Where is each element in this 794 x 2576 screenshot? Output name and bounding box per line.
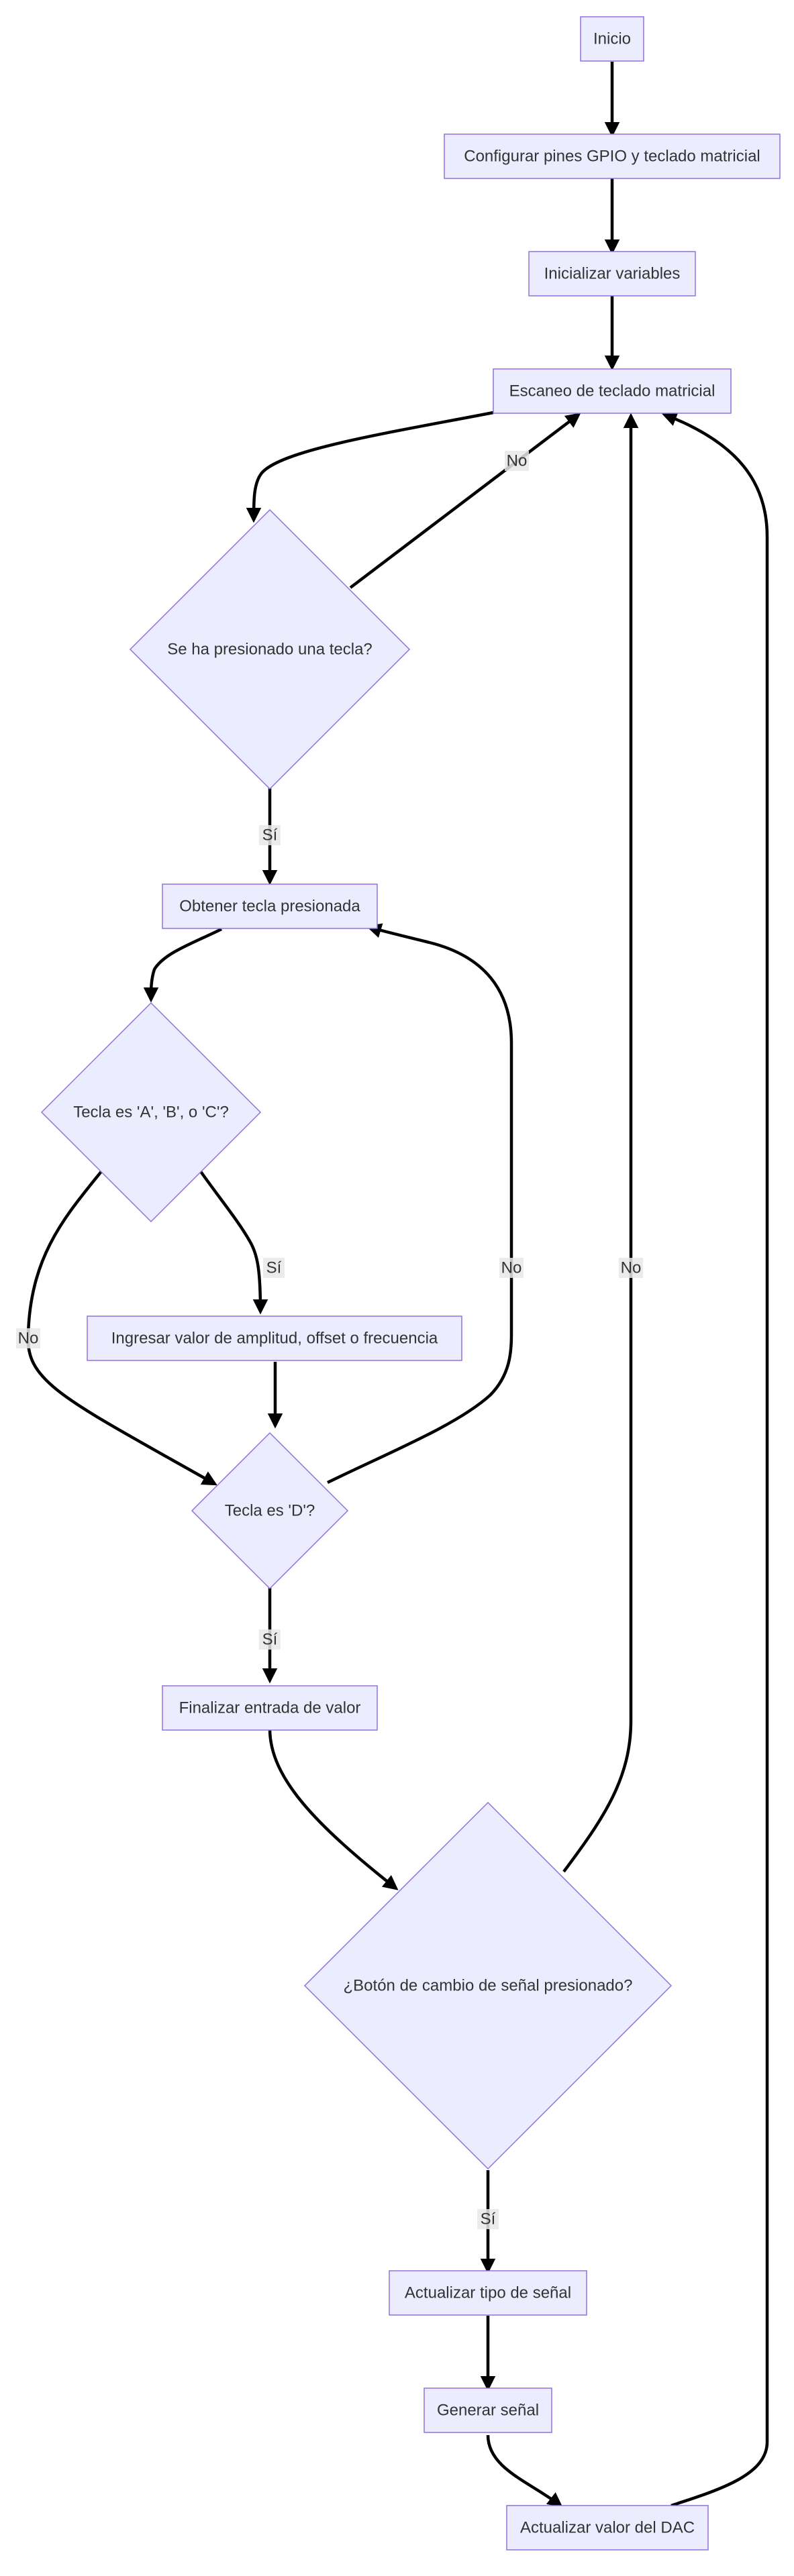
node-label: Actualizar valor del DAC xyxy=(520,2519,695,2537)
node-inicializar: Inicializar variables xyxy=(528,251,696,297)
edge-generar-actualizar-dac xyxy=(486,2434,563,2508)
edge-presionado-escaneo-no xyxy=(349,413,581,589)
node-generar: Generar señal xyxy=(424,2387,552,2433)
edge-label-d-si: Sí xyxy=(259,1629,281,1650)
node-escaneo: Escaneo de teclado matricial xyxy=(493,368,732,414)
node-label: Escaneo de teclado matricial xyxy=(509,382,715,400)
node-label: Inicio xyxy=(593,30,631,48)
node-label: Inicializar variables xyxy=(544,265,681,283)
edge-label-text: Sí xyxy=(481,2210,496,2229)
node-label: ¿Botón de cambio de señal presionado? xyxy=(344,1977,633,1995)
edge-label-text: No xyxy=(18,1330,39,1348)
edge-label-boton-si: Sí xyxy=(477,2209,499,2229)
edge-label-text: Sí xyxy=(262,826,278,845)
edge-obtener-tecla-abc xyxy=(143,927,223,1003)
node-label: Ingresar valor de amplitud, offset o fre… xyxy=(111,1330,438,1348)
node-presionado: Se ha presionado una tecla? xyxy=(129,508,411,790)
node-actualizar-tipo: Actualizar tipo de señal xyxy=(389,2270,587,2316)
node-label: Configurar pines GPIO y teclado matricia… xyxy=(464,148,760,166)
edge-finalizar-boton xyxy=(268,1728,399,1890)
node-boton: ¿Botón de cambio de señal presionado? xyxy=(303,1801,673,2170)
node-tecla-d: Tecla es 'D'? xyxy=(191,1432,349,1590)
edge-escaneo-presionado xyxy=(246,411,494,523)
node-label: Se ha presionado una tecla? xyxy=(167,641,373,659)
node-actualizar-dac: Actualizar valor del DAC xyxy=(506,2505,709,2551)
edge-label-text: Sí xyxy=(266,1259,282,1277)
edge-tecla-d-obtener-no xyxy=(327,923,513,1485)
node-label: Tecla es 'D'? xyxy=(225,1502,315,1520)
edge-labels: No Sí Sí No No Sí No Sí xyxy=(16,451,643,2229)
edge-abc-ingresar-si xyxy=(199,1169,268,1315)
nodes: Inicio Configurar pines GPIO y teclado m… xyxy=(40,16,781,2551)
node-tecla-abc: Tecla es 'A', 'B', o 'C'? xyxy=(40,1002,262,1223)
edge-boton-escaneo-no xyxy=(562,413,639,1873)
node-configurar: Configurar pines GPIO y teclado matricia… xyxy=(444,133,781,179)
node-label: Tecla es 'A', 'B', o 'C'? xyxy=(73,1104,229,1122)
edge-label-abc-si: Sí xyxy=(263,1258,285,1278)
edge-label-presionado-si: Sí xyxy=(259,825,281,845)
node-finalizar: Finalizar entrada de valor xyxy=(162,1685,378,1731)
node-label: Generar señal xyxy=(437,2402,539,2420)
edge-label-text: No xyxy=(501,1259,522,1277)
node-ingresar: Ingresar valor de amplitud, offset o fre… xyxy=(87,1316,462,1361)
node-obtener: Obtener tecla presionada xyxy=(162,883,378,929)
node-label: Finalizar entrada de valor xyxy=(179,1699,361,1717)
node-label: Obtener tecla presionada xyxy=(179,898,360,916)
edge-label-text: No xyxy=(507,452,528,470)
edge-label-abc-no: No xyxy=(16,1328,40,1348)
node-inicio: Inicio xyxy=(580,16,644,62)
edge-label-d-no: No xyxy=(499,1258,524,1278)
edge-label-boton-no: No xyxy=(619,1258,643,1278)
edge-actualizar-dac-escaneo xyxy=(661,411,769,2508)
edges xyxy=(26,62,769,2508)
edge-label-text: No xyxy=(621,1259,642,1277)
node-label: Actualizar tipo de señal xyxy=(405,2284,571,2302)
edge-label-presionado-no: No xyxy=(505,451,529,471)
edge-label-text: Sí xyxy=(262,1631,278,1649)
